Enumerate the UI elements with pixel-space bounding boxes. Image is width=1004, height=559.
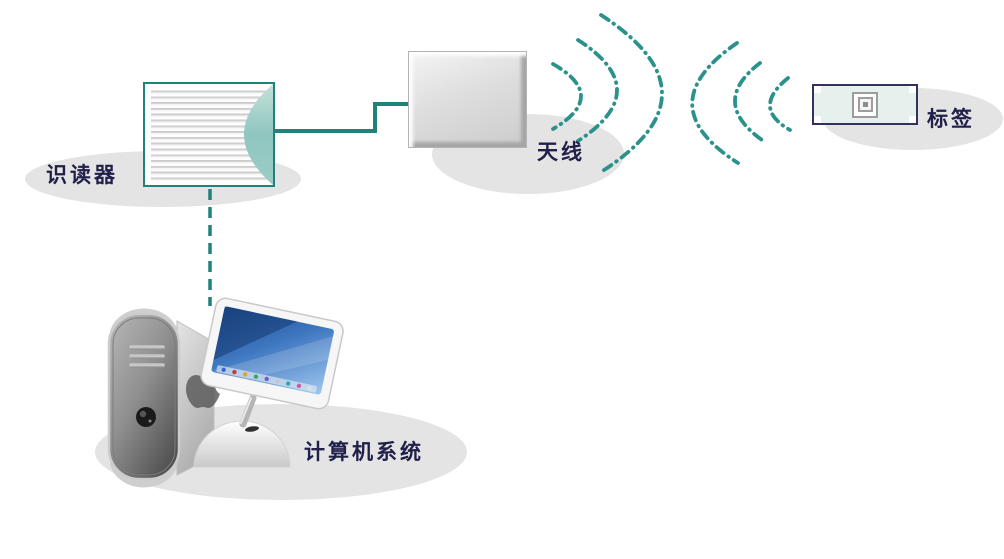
tower-front-rim (112, 317, 176, 476)
tower-front (107, 312, 181, 481)
reader-lens-icon (244, 84, 273, 185)
computer-icon (107, 297, 344, 488)
tower-port-dot (148, 419, 152, 423)
tag-radio-waves-icon (690, 41, 792, 165)
imac-screen (200, 297, 344, 410)
dock-icons (221, 367, 312, 391)
antenna-label: 天线 (537, 140, 585, 164)
tag-chip-mid (857, 97, 873, 112)
computer-label: 计算机系统 (304, 440, 424, 464)
tag-chip-icon (852, 91, 878, 118)
wallpaper-shape (213, 306, 298, 360)
imac-drive-slot (245, 426, 259, 432)
tower-port-highlight (139, 410, 147, 418)
reader-node (143, 82, 275, 187)
wallpaper-streak (210, 336, 334, 380)
imac-neck-highlight (240, 397, 252, 424)
tag-node (812, 84, 918, 125)
imac-neck (239, 394, 257, 428)
tower-port (136, 407, 156, 427)
tag-chip-core (862, 102, 868, 107)
reader-antenna-cable (274, 102, 409, 133)
tower-vent-shadows (130, 348, 164, 368)
tag-label: 标签 (927, 107, 975, 131)
reader-label: 识读器 (46, 163, 118, 187)
antenna-node (408, 51, 527, 148)
tower-vents (129, 345, 165, 367)
antenna-radio-waves-icon (551, 13, 664, 174)
